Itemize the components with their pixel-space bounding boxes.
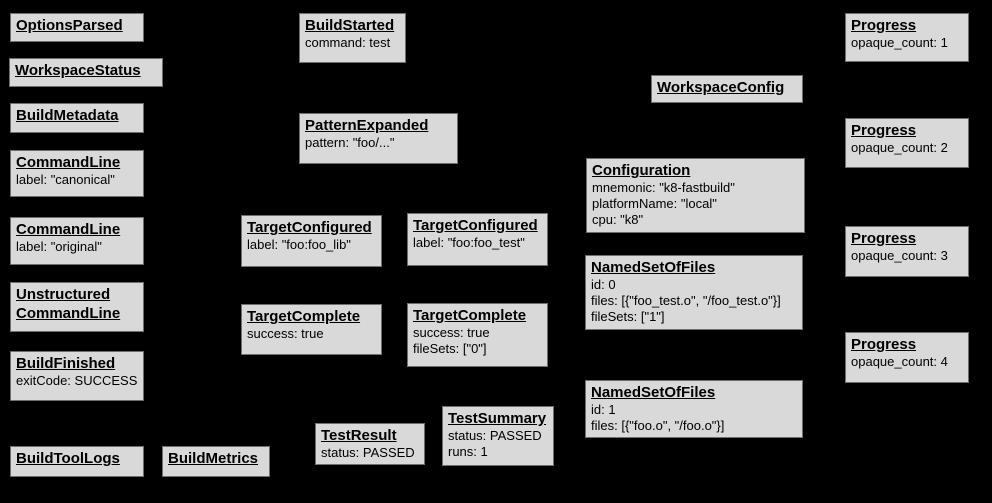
node-title: TestResult — [321, 427, 397, 444]
node-title: Configuration — [592, 162, 691, 179]
node-title: TargetConfigured — [413, 217, 538, 234]
node-title: WorkspaceStatus — [15, 62, 141, 79]
node-detail: opaque_count: 1 — [851, 35, 948, 50]
node-detail: success: true — [413, 325, 490, 340]
node-title: BuildToolLogs — [16, 450, 120, 467]
node-title: NamedSetOfFiles — [591, 259, 716, 276]
node-unstructured-command-line: Unstructured CommandLine — [10, 282, 144, 332]
node-detail: fileSets: ["1"] — [591, 309, 665, 324]
node-detail: id: 1 — [591, 402, 616, 417]
node-title: CommandLine — [16, 154, 121, 171]
node-title: NamedSetOfFiles — [591, 384, 716, 401]
node-title: BuildStarted — [305, 17, 395, 34]
node-title: TargetComplete — [413, 307, 527, 324]
node-options-parsed: OptionsParsed — [10, 13, 144, 42]
node-title: Progress — [851, 122, 917, 139]
node-title: TestSummary — [448, 410, 547, 427]
node-build-metadata: BuildMetadata — [10, 103, 144, 133]
node-detail: label: "foo:foo_lib" — [247, 237, 351, 252]
node-title: TargetConfigured — [247, 219, 372, 236]
node-title: PatternExpanded — [305, 117, 429, 134]
node-detail: command: test — [305, 35, 391, 50]
node-workspace-config: WorkspaceConfig — [651, 75, 803, 103]
node-build-metrics: BuildMetrics — [162, 446, 270, 477]
node-detail: label: "original" — [16, 239, 102, 254]
node-workspace-status: WorkspaceStatus — [9, 58, 163, 87]
node-detail: opaque_count: 4 — [851, 354, 948, 369]
node-detail: mnemonic: "k8-fastbuild" — [592, 180, 735, 195]
node-detail: status: PASSED — [321, 445, 415, 460]
node-detail: label: "canonical" — [16, 172, 115, 187]
node-detail: platformName: "local" — [592, 196, 717, 211]
node-detail: cpu: "k8" — [592, 212, 644, 227]
node-detail: runs: 1 — [448, 444, 488, 459]
node-title: WorkspaceConfig — [657, 79, 785, 96]
node-title: BuildMetadata — [16, 107, 119, 124]
node-title: Progress — [851, 230, 917, 247]
node-title: BuildFinished — [16, 355, 116, 372]
node-title: Unstructured CommandLine — [16, 286, 121, 322]
node-title: BuildMetrics — [168, 450, 259, 467]
node-title: Progress — [851, 17, 917, 34]
node-detail: fileSets: ["0"] — [413, 341, 487, 356]
node-title: OptionsParsed — [16, 17, 123, 34]
node-detail: status: PASSED — [448, 428, 542, 443]
node-detail: id: 0 — [591, 277, 616, 292]
node-title: CommandLine — [16, 221, 121, 238]
node-detail: files: [{"foo_test.o", "/foo_test.o"}] — [591, 293, 781, 308]
node-detail: exitCode: SUCCESS — [16, 373, 138, 388]
node-build-tool-logs: BuildToolLogs — [10, 446, 144, 477]
node-detail: opaque_count: 2 — [851, 140, 948, 155]
node-detail: label: "foo:foo_test" — [413, 235, 525, 250]
node-title: Progress — [851, 336, 917, 353]
node-detail: opaque_count: 3 — [851, 248, 948, 263]
node-detail: pattern: "foo/..." — [305, 135, 395, 150]
node-title: TargetComplete — [247, 308, 361, 325]
node-detail: success: true — [247, 326, 324, 341]
node-detail: files: [{"foo.o", "/foo.o"}] — [591, 418, 725, 433]
